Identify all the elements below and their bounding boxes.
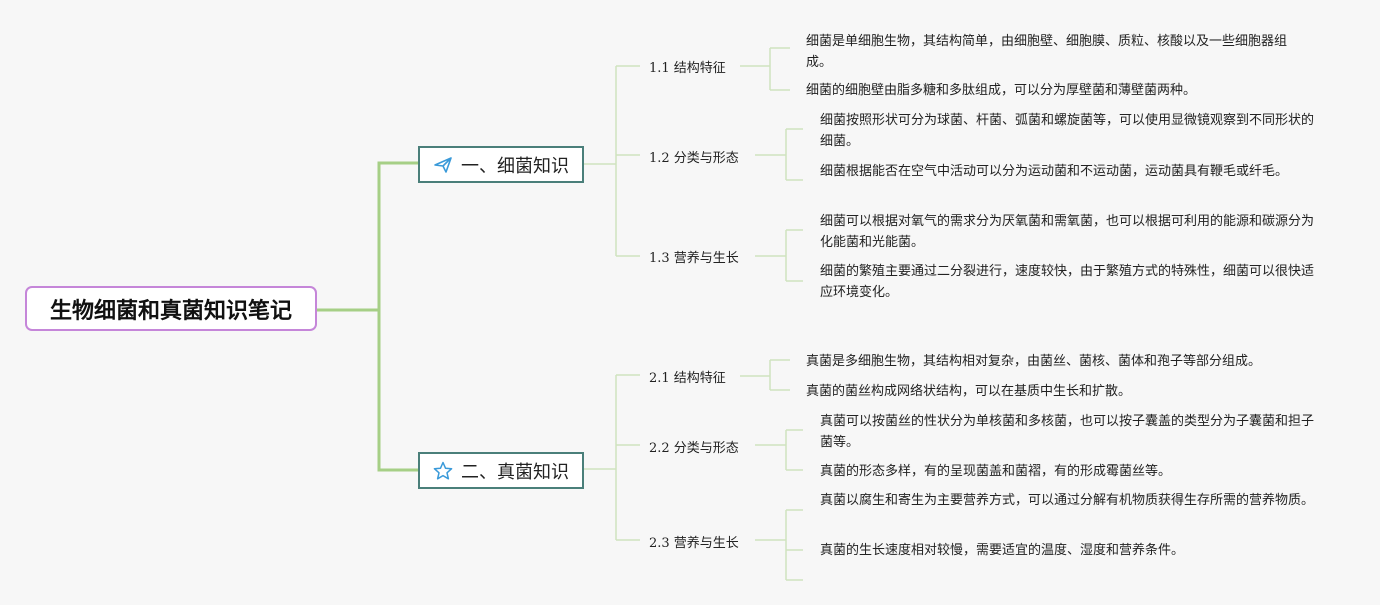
note-1-1-b[interactable]: 细菌的细胞壁由脂多糖和多肽组成，可以分为厚壁菌和薄壁菌两种。: [806, 83, 1197, 98]
root-topic[interactable]: 生物细菌和真菌知识笔记: [25, 286, 317, 331]
connector-branch: [584, 65, 640, 257]
branch-fungi[interactable]: 二、真菌知识: [418, 452, 584, 489]
subtopic-2-2[interactable]: 2.2 分类与形态: [649, 441, 739, 456]
note-2-3-a[interactable]: 真菌以腐生和寄生为主要营养方式，可以通过分解有机物质获得生存所需的营养物质。: [820, 493, 1315, 508]
paper-plane-icon: [433, 155, 453, 175]
subtopic-1-3[interactable]: 1.3 营养与生长: [649, 251, 739, 266]
connector-leaf: [740, 47, 790, 91]
note-2-2-a[interactable]: 真菌可以按菌丝的性状分为单核菌和多核菌，也可以按子囊盖的类型分为子囊菌和担子菌等…: [820, 414, 1315, 450]
connector-trunk: [377, 310, 418, 472]
star-icon: [433, 461, 453, 481]
connector-trunk: [317, 161, 418, 312]
root-title: 生物细菌和真菌知识笔记: [49, 298, 292, 324]
connector-leaf: [755, 229, 803, 282]
note-2-1-b[interactable]: 真菌的菌丝构成网络状结构，可以在基质中生长和扩散。: [806, 384, 1132, 399]
subtopic-2-1[interactable]: 2.1 结构特征: [649, 371, 726, 386]
note-1-3-b[interactable]: 细菌的繁殖主要通过二分裂进行，速度较快，由于繁殖方式的特殊性，细菌可以很快适应环…: [820, 264, 1315, 300]
connector-branch: [584, 374, 640, 541]
connector-leaf: [740, 359, 790, 391]
subtopic-2-3[interactable]: 2.3 营养与生长: [649, 536, 739, 551]
connector-leaf: [755, 128, 803, 181]
subtopic-1-2[interactable]: 1.2 分类与形态: [649, 151, 739, 166]
branch-bacteria[interactable]: 一、细菌知识: [418, 146, 584, 183]
note-1-1-a[interactable]: 细菌是单细胞生物，其结构简单，由细胞壁、细胞膜、质粒、核酸以及一些细胞器组成。: [806, 34, 1288, 70]
connector-leaf: [755, 509, 803, 581]
note-2-3-b[interactable]: 真菌的生长速度相对较慢，需要适宜的温度、湿度和营养条件。: [820, 543, 1185, 558]
branch-title: 一、细菌知识: [461, 155, 569, 177]
note-1-3-a[interactable]: 细菌可以根据对氧气的需求分为厌氧菌和需氧菌，也可以根据可利用的能源和碳源分为化能…: [820, 214, 1315, 250]
connector-leaf: [755, 429, 803, 471]
note-2-2-b[interactable]: 真菌的形态多样，有的呈现菌盖和菌褶，有的形成霉菌丝等。: [820, 464, 1172, 479]
note-2-1-a[interactable]: 真菌是多细胞生物，其结构相对复杂，由菌丝、菌核、菌体和孢子等部分组成。: [806, 354, 1262, 369]
branch-title: 二、真菌知识: [461, 461, 569, 483]
subtopic-1-1[interactable]: 1.1 结构特征: [649, 61, 726, 76]
note-1-2-a[interactable]: 细菌按照形状可分为球菌、杆菌、弧菌和螺旋菌等，可以使用显微镜观察到不同形状的细菌…: [820, 113, 1315, 149]
note-1-2-b[interactable]: 细菌根据能否在空气中活动可以分为运动菌和不运动菌，运动菌具有鞭毛或纤毛。: [820, 164, 1289, 179]
